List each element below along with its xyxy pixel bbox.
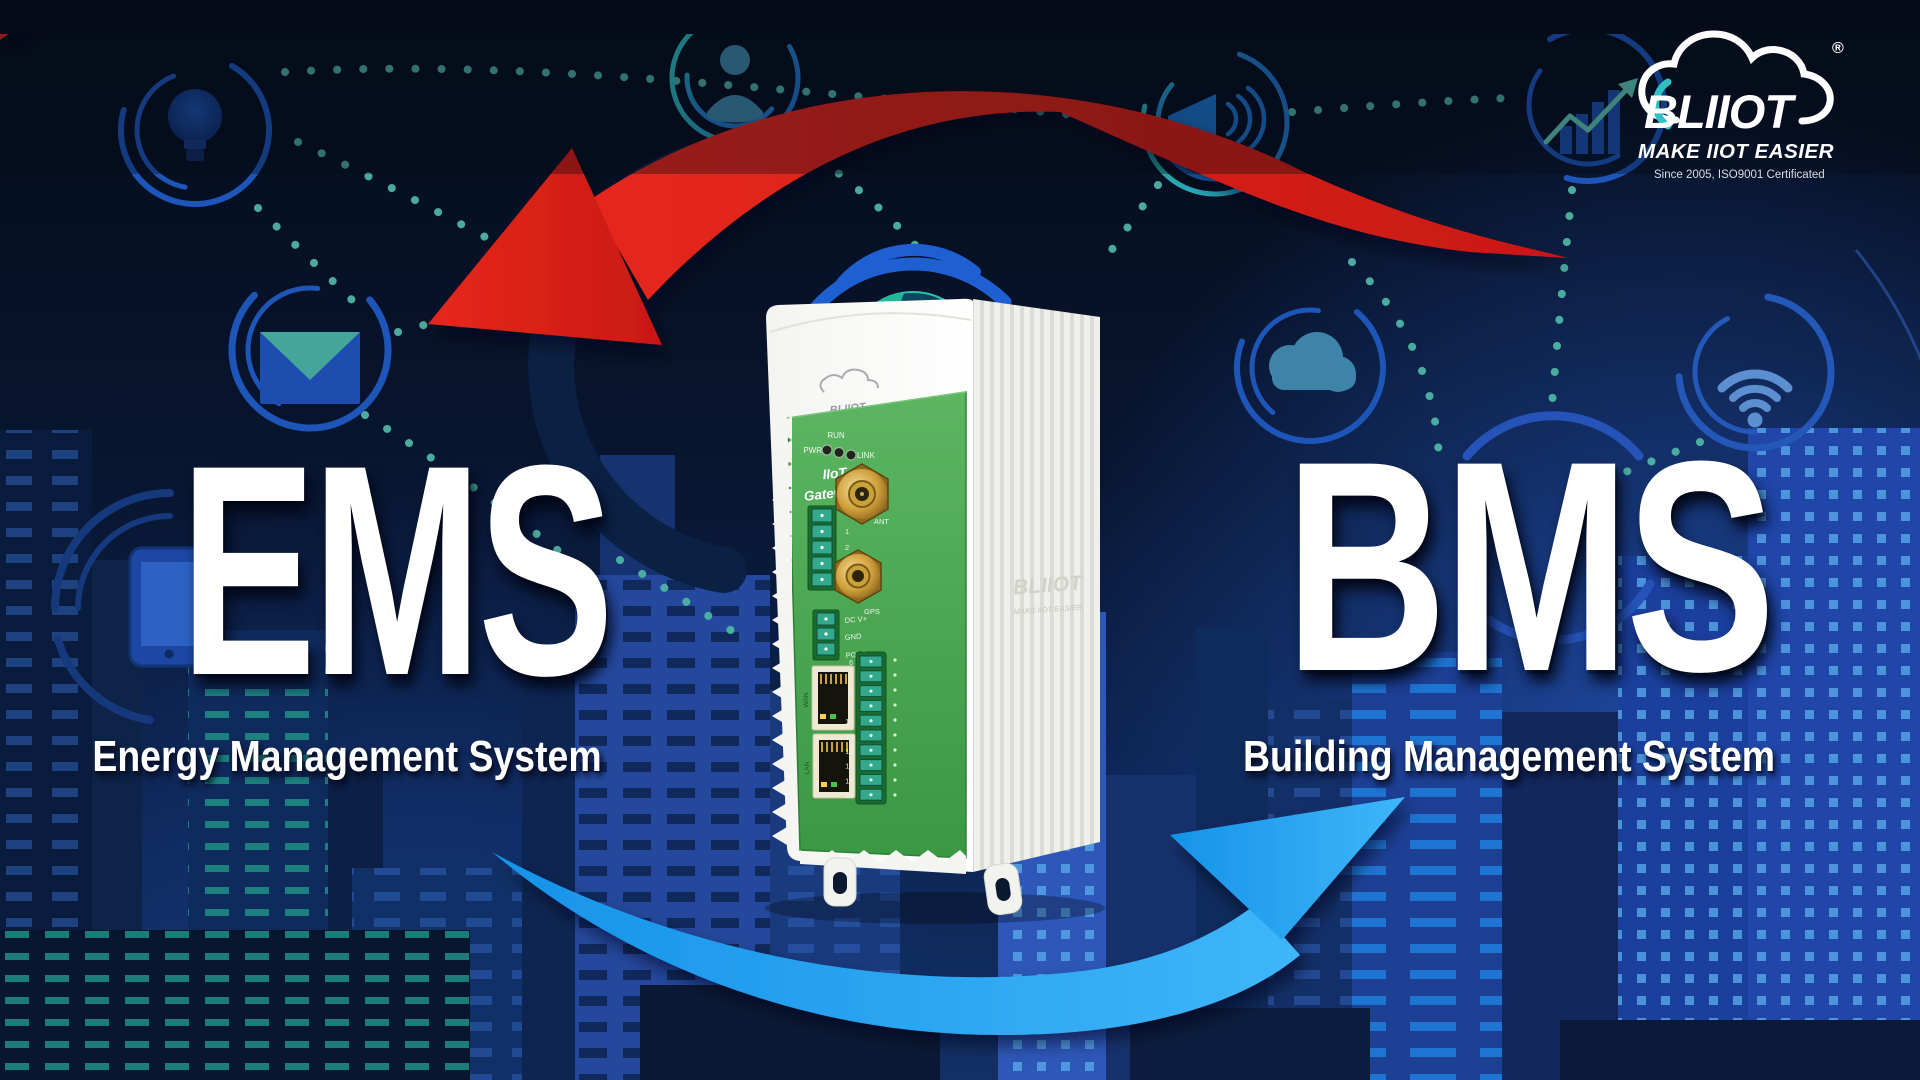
ems-full-name: Energy Management System bbox=[92, 732, 602, 781]
bms-full-name: Building Management System bbox=[1243, 732, 1776, 781]
bms-acronym: BMS bbox=[1284, 398, 1776, 734]
right-terminal-strip: 6 7 8 9 10 11 12 13 14 15 bbox=[845, 651, 897, 805]
led-pwr-label: PWR bbox=[803, 446, 822, 455]
tablet-icon bbox=[51, 489, 210, 724]
gps-connector: GPS bbox=[834, 549, 882, 616]
bms-direction-arrow bbox=[492, 797, 1405, 1035]
brand-name: BLIIOT bbox=[1644, 85, 1793, 138]
vignette bbox=[0, 0, 1920, 174]
status-leds: PWR RUN LINK bbox=[803, 431, 875, 461]
ant-label: ANT bbox=[874, 517, 889, 526]
left-terminal-block: 1 2 3 4 bbox=[807, 505, 849, 591]
terminal-number: 7 bbox=[849, 675, 853, 682]
lan-label: LAN bbox=[804, 761, 811, 774]
iiot-gateway-device: BLIIOT MAKE IIOT EASIER BLIIOT PWR RUN L… bbox=[765, 298, 1105, 924]
terminal-number: 12 bbox=[845, 749, 853, 756]
wifi-icon bbox=[1675, 292, 1835, 452]
wan-label: WAN bbox=[803, 692, 810, 707]
mail-icon bbox=[228, 268, 392, 432]
mounting-feet bbox=[823, 857, 1023, 916]
power-terminal-block: DC V+ GND PGND bbox=[812, 609, 868, 661]
terminal-number: 14 bbox=[845, 778, 853, 785]
cloud-icon bbox=[1234, 292, 1386, 445]
circle-ring-icon bbox=[1462, 411, 1655, 645]
ems-acronym: EMS bbox=[180, 402, 614, 738]
terminal-number: 15 bbox=[845, 793, 853, 800]
brand-subline: Since 2005, ISO9001 Certificated bbox=[1654, 169, 1825, 181]
brand-tagline: MAKE IIOT EASIER bbox=[1638, 140, 1834, 163]
device-side-brand: BLIIOT bbox=[1012, 571, 1084, 599]
terminal-number: 8 bbox=[849, 690, 853, 697]
right-edge-arc bbox=[1854, 249, 1920, 701]
gps-label: GPS bbox=[864, 607, 880, 616]
brand-logo: BLIIOT ® MAKE IIOT EASIER Since 2005, IS… bbox=[1600, 28, 1920, 181]
power-label-gnd: GND bbox=[844, 632, 862, 642]
terminal-number: 13 bbox=[845, 764, 853, 771]
terminal-number: 1 bbox=[845, 527, 849, 536]
power-label-dcv: DC V+ bbox=[844, 614, 868, 625]
terminal-number: 2 bbox=[845, 543, 849, 552]
terminal-number: 9 bbox=[849, 704, 853, 711]
ethernet-ports: WAN LAN bbox=[803, 665, 856, 799]
led-link-label: LINK bbox=[857, 451, 875, 460]
led-run-label: RUN bbox=[827, 431, 845, 440]
terminal-number: 11 bbox=[846, 734, 853, 741]
registered-mark: ® bbox=[1832, 40, 1844, 57]
device-shadow bbox=[765, 892, 1105, 924]
terminal-number: 6 bbox=[849, 660, 853, 667]
brand-crescent bbox=[1652, 78, 1672, 130]
ant-connector: ANT bbox=[835, 463, 889, 526]
lightbulb-icon bbox=[118, 53, 272, 207]
terminal-number: 10 bbox=[845, 719, 853, 726]
brand-cloud-icon bbox=[1638, 30, 1834, 130]
